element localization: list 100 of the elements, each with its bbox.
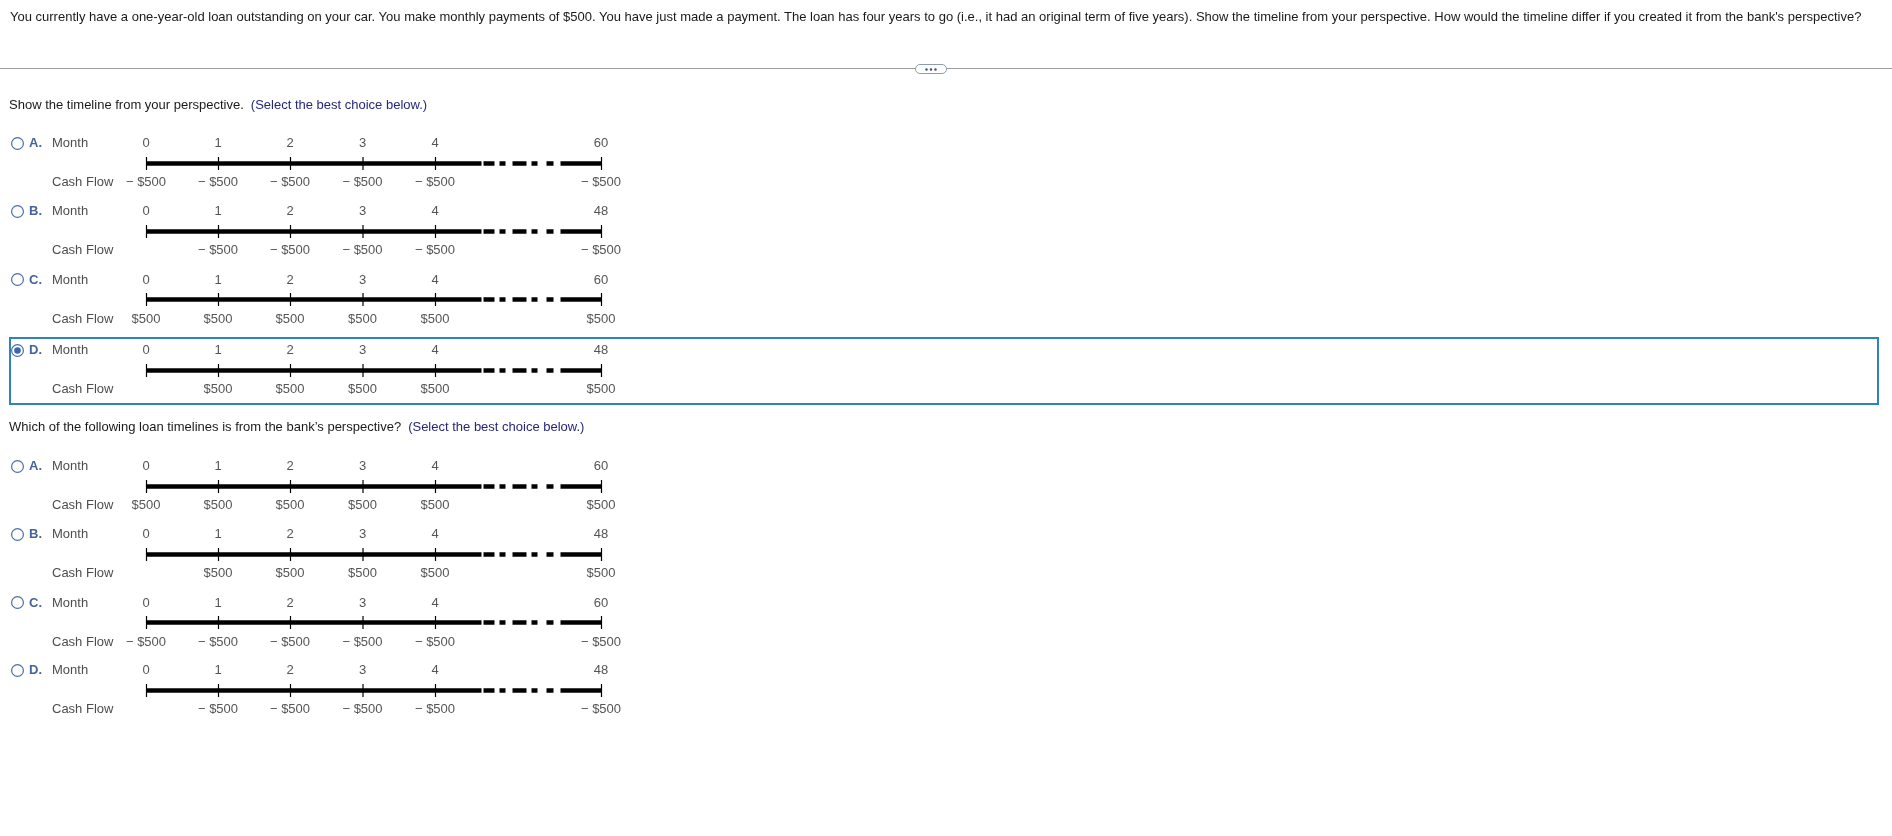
selected-option-box [9, 337, 1879, 405]
option-letter: C. [29, 271, 42, 288]
tick-label: 2 [286, 458, 294, 474]
tick-label: 3 [358, 203, 367, 219]
row-label: Month [52, 526, 89, 542]
tick-label: 4 [431, 526, 439, 542]
tick-label: 4 [431, 458, 439, 474]
row-label: Month [52, 594, 89, 611]
cash-flow-value: − $500 [414, 242, 456, 258]
row-label: Cash Flow [52, 381, 114, 397]
tick-label: 0 [142, 271, 150, 288]
row-label: Month [52, 458, 89, 474]
cash-flow-value: − $500 [269, 174, 311, 190]
row-label: Cash Flow [52, 174, 114, 190]
row-label: Month [52, 271, 89, 288]
tick-label: 0 [142, 203, 150, 219]
question-text: You currently have a one-year-old loan outstanding on your car. You make monthly payments of $500. You have just made a payment. The loan has four years to go (i.e., it had an original term of five years). Show the timeline from your perspective. How would the timeline differ if you created it from the bank's perspective? [10, 9, 1863, 25]
tick-label: 1 [214, 203, 222, 219]
tick-label: 3 [358, 135, 367, 151]
row-label: Cash Flow [52, 497, 114, 513]
instruction-text: (Select the best choice below.) [408, 419, 585, 435]
row-label: Month [52, 203, 89, 219]
tick-label: 2 [286, 135, 294, 151]
cash-flow-value: − $500 [342, 633, 383, 650]
cash-flow-value: − $500 [580, 633, 622, 650]
cash-flow-value: $500 [275, 381, 305, 397]
tick-label: 0 [142, 594, 150, 611]
cash-flow-value: $500 [348, 310, 377, 327]
tick-label: 3 [358, 458, 367, 474]
tick-label: 48 [593, 203, 609, 219]
cash-flow-value: $500 [131, 497, 161, 513]
tick-label: 4 [431, 662, 439, 678]
tick-label: 1 [214, 271, 222, 288]
cash-flow-value: $500 [586, 497, 616, 513]
tick-label: 1 [214, 342, 222, 358]
tick-label: 2 [286, 594, 294, 611]
cash-flow-value: − $500 [342, 174, 383, 190]
tick-label: 1 [214, 594, 222, 611]
cash-flow-value: $500 [203, 310, 233, 327]
cash-flow-value: − $500 [580, 174, 622, 190]
cash-flow-value: $500 [586, 310, 616, 327]
cash-flow-value: $500 [420, 310, 450, 327]
cash-flow-value: − $500 [580, 701, 622, 717]
tick-label: 3 [358, 662, 367, 678]
prompt-text: Which of the following loan timelines is from the bank’s perspective? [9, 419, 402, 435]
cash-flow-value: − $500 [342, 701, 383, 717]
cash-flow-value: $500 [420, 381, 450, 397]
cash-flow-value: $500 [131, 310, 161, 327]
tick-label: 0 [142, 135, 150, 151]
cash-flow-value: − $500 [197, 174, 239, 190]
cash-flow-value: $500 [420, 497, 450, 513]
option-letter: A. [29, 458, 42, 474]
cash-flow-value: $500 [586, 381, 616, 397]
cash-flow-value: $500 [586, 565, 616, 581]
cash-flow-value: − $500 [197, 701, 239, 717]
tick-label: 2 [286, 526, 294, 542]
tick-label: 0 [142, 458, 150, 474]
prompt-text: Show the timeline from your perspective. [9, 96, 244, 113]
tick-label: 0 [142, 342, 150, 358]
tick-label: 48 [593, 526, 609, 542]
cash-flow-value: − $500 [414, 701, 456, 717]
row-label: Month [52, 342, 89, 358]
row-label: Month [52, 135, 89, 151]
cash-flow-value: − $500 [342, 242, 383, 258]
tick-label: 48 [593, 342, 609, 358]
option-letter: B. [29, 526, 42, 542]
cash-flow-value: − $500 [414, 174, 456, 190]
row-label: Cash Flow [52, 565, 114, 581]
tick-label: 0 [142, 526, 150, 542]
cash-flow-value: $500 [420, 565, 450, 581]
tick-label: 3 [358, 271, 367, 288]
option-letter: C. [29, 594, 42, 611]
tick-label: 48 [593, 662, 609, 678]
tick-label: 0 [142, 662, 150, 678]
tick-label: 60 [593, 594, 609, 611]
cash-flow-value: − $500 [269, 701, 311, 717]
tick-label: 2 [286, 342, 294, 358]
cash-flow-value: $500 [275, 565, 305, 581]
tick-label: 4 [431, 271, 439, 288]
tick-label: 3 [358, 526, 367, 542]
option-letter: D. [29, 662, 42, 678]
tick-label: 1 [214, 526, 222, 542]
cash-flow-value: − $500 [125, 174, 167, 190]
option-letter: A. [29, 135, 42, 151]
cash-flow-value: − $500 [125, 633, 167, 650]
cash-flow-value: $500 [203, 497, 233, 513]
cash-flow-value: − $500 [580, 242, 622, 258]
row-label: Cash Flow [52, 242, 114, 258]
cash-flow-value: $500 [348, 565, 377, 581]
tick-label: 3 [358, 342, 367, 358]
row-label: Month [52, 662, 89, 678]
tick-label: 60 [593, 271, 609, 288]
tick-label: 4 [431, 594, 439, 611]
row-label: Cash Flow [52, 310, 114, 327]
tick-label: 2 [286, 203, 294, 219]
tick-label: 1 [214, 458, 222, 474]
row-label: Cash Flow [52, 701, 114, 717]
cash-flow-value: $500 [203, 565, 233, 581]
cash-flow-value: $500 [348, 497, 377, 513]
tick-label: 2 [286, 662, 294, 678]
